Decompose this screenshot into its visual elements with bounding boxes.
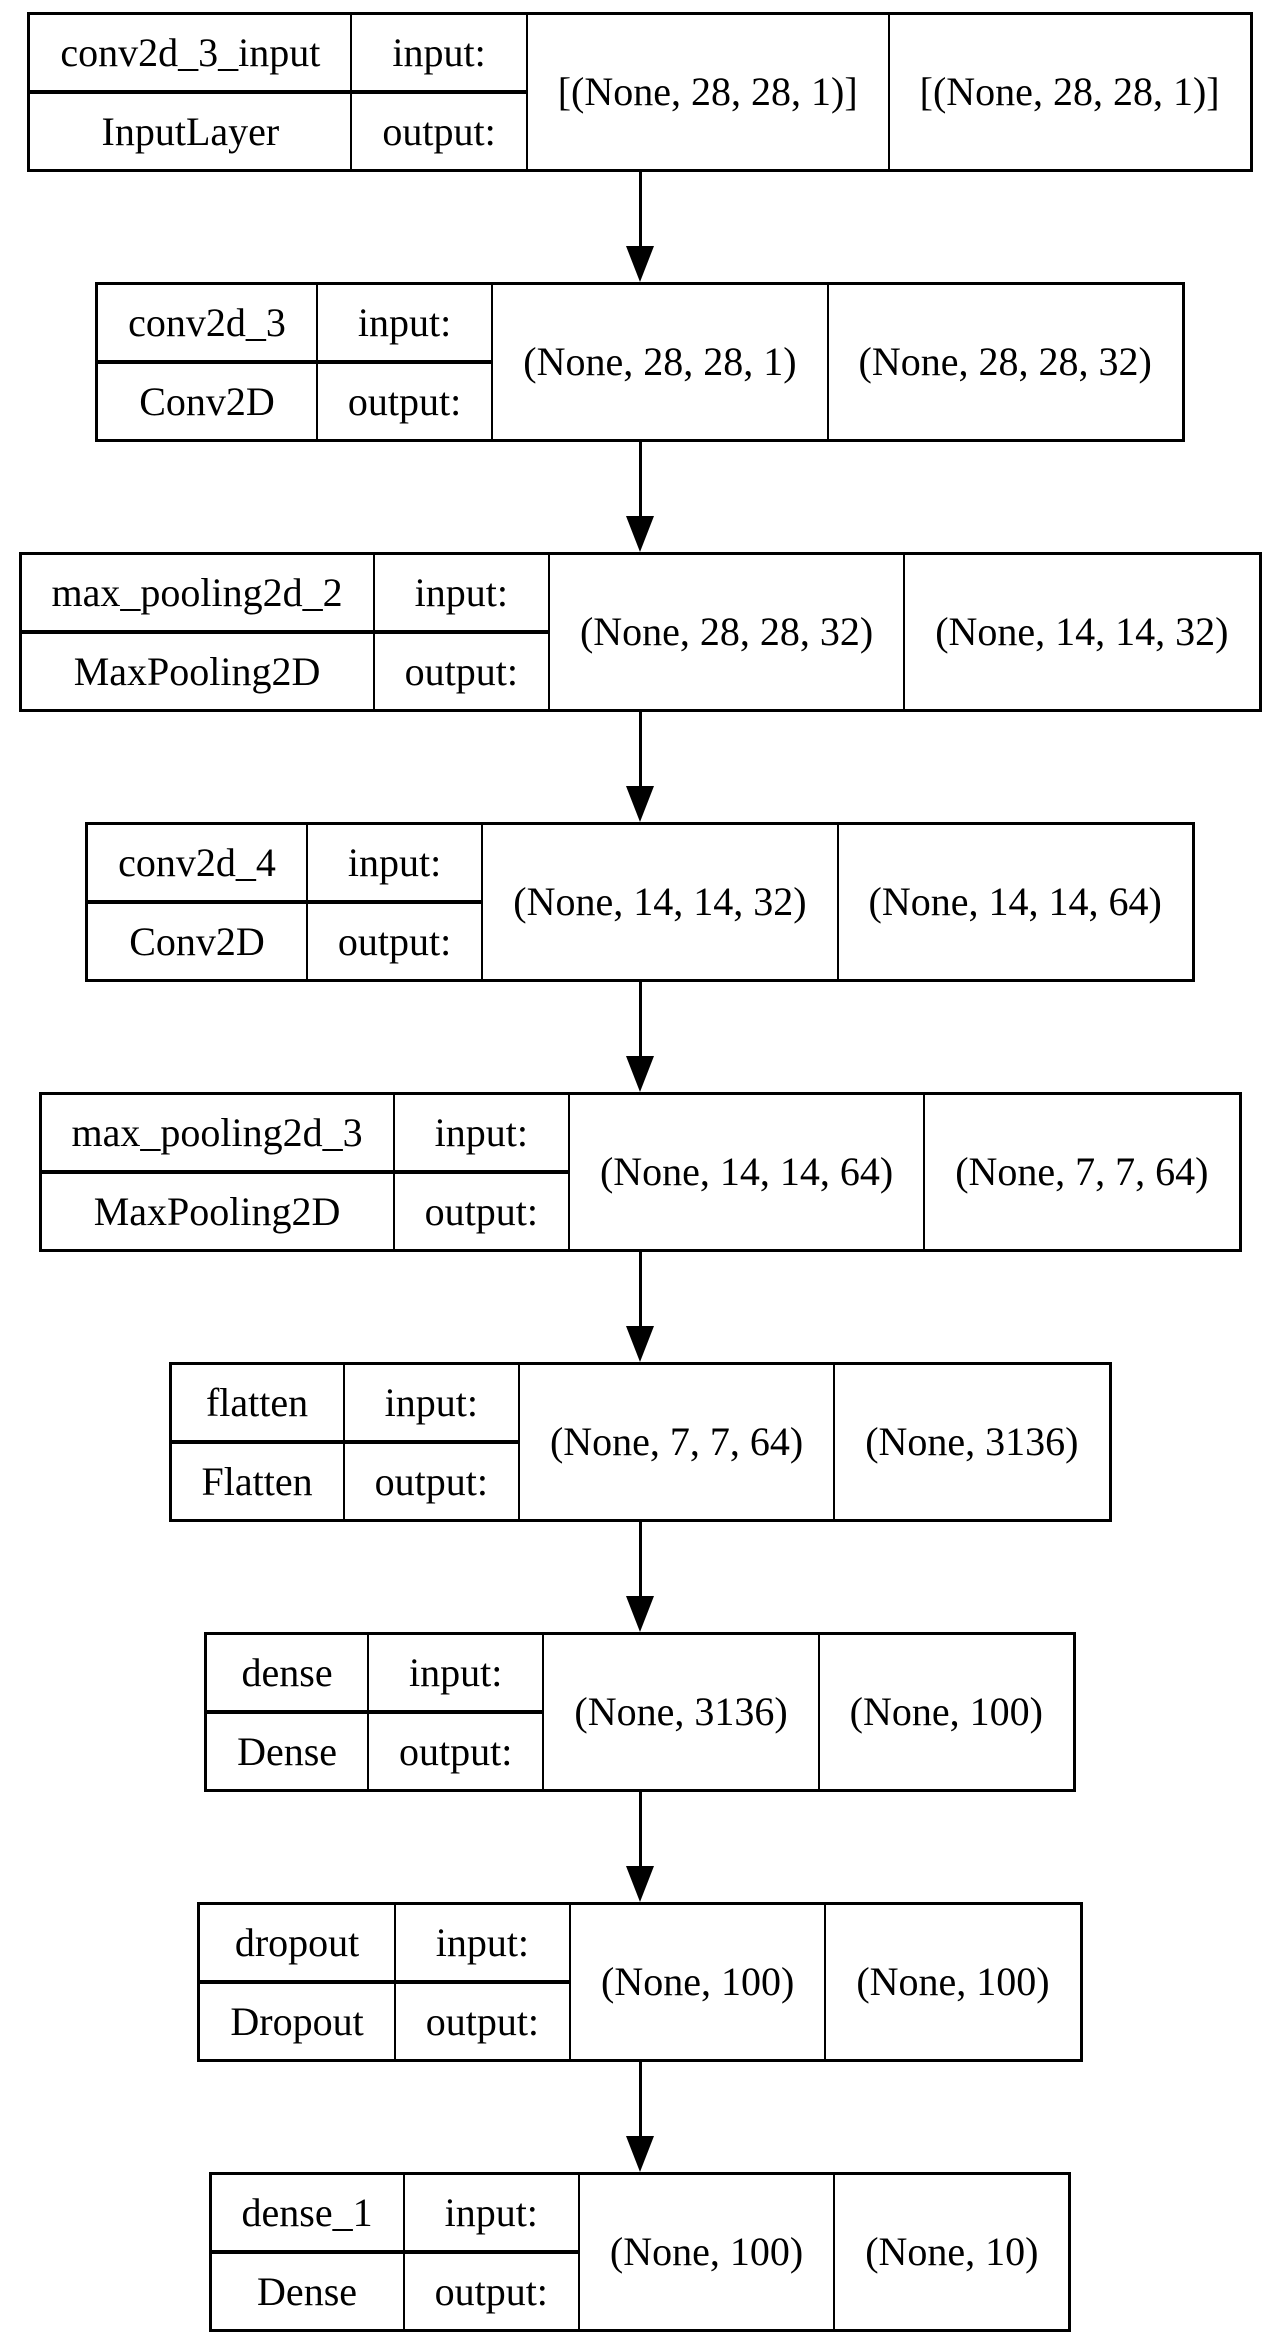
- layer-name-cell: conv2d_3_input: [27, 12, 353, 94]
- output-shape-cell: (None, 14, 14, 64): [836, 822, 1195, 982]
- input-label-cell: input:: [392, 1092, 570, 1174]
- edge-arrow: [626, 442, 654, 552]
- input-shape-cell: (None, 14, 14, 64): [567, 1092, 926, 1252]
- input-label-cell: input:: [350, 12, 528, 94]
- layer-node-conv2d-3: conv2d_3 input: (None, 28, 28, 1) (None,…: [95, 282, 1185, 442]
- input-shape-cell: (None, 28, 28, 32): [547, 552, 906, 712]
- layer-type-cell: Dense: [209, 2251, 405, 2332]
- output-label-cell: output:: [305, 901, 484, 982]
- edge-arrow: [626, 982, 654, 1092]
- edge-arrow: [626, 172, 654, 282]
- arrow-head-icon: [626, 246, 654, 282]
- input-label-cell: input:: [367, 1632, 545, 1714]
- input-shape-cell: (None, 28, 28, 1): [491, 282, 829, 442]
- edge-arrow: [626, 712, 654, 822]
- arrow-line: [638, 2062, 642, 2136]
- layer-node-flatten: flatten input: (None, 7, 7, 64) (None, 3…: [168, 1362, 1112, 1522]
- layer-type-cell: Dense: [204, 1711, 370, 1792]
- layer-type-cell: InputLayer: [27, 91, 353, 172]
- arrow-line: [638, 982, 642, 1056]
- edge-arrow: [626, 2062, 654, 2172]
- layer-node-dropout: dropout input: (None, 100) (None, 100) D…: [197, 1902, 1083, 2062]
- output-shape-cell: [(None, 28, 28, 1)]: [887, 12, 1253, 172]
- output-shape-cell: (None, 14, 14, 32): [903, 552, 1261, 712]
- layer-name-cell: dense: [204, 1632, 370, 1714]
- edge-arrow: [626, 1252, 654, 1362]
- layer-node-dense: dense input: (None, 3136) (None, 100) De…: [204, 1632, 1076, 1792]
- output-shape-cell: (None, 7, 7, 64): [923, 1092, 1241, 1252]
- input-shape-cell: [(None, 28, 28, 1)]: [525, 12, 890, 172]
- output-label-cell: output:: [350, 91, 528, 172]
- layer-node-dense-1: dense_1 input: (None, 100) (None, 10) De…: [208, 2172, 1072, 2332]
- output-label-cell: output:: [367, 1711, 545, 1792]
- output-label-cell: output:: [392, 1171, 570, 1252]
- layer-type-cell: Flatten: [169, 1441, 345, 1522]
- arrow-head-icon: [626, 786, 654, 822]
- output-shape-cell: (None, 100): [817, 1632, 1076, 1792]
- layer-type-cell: Conv2D: [95, 361, 318, 442]
- layer-type-cell: Conv2D: [85, 901, 308, 982]
- arrow-line: [638, 1522, 642, 1596]
- output-label-cell: output:: [372, 631, 550, 712]
- layer-node-conv2d-4: conv2d_4 input: (None, 14, 14, 32) (None…: [85, 822, 1195, 982]
- arrow-line: [638, 1792, 642, 1866]
- arrow-head-icon: [626, 1326, 654, 1362]
- output-shape-cell: (None, 10): [833, 2172, 1071, 2332]
- output-shape-cell: (None, 100): [824, 1902, 1083, 2062]
- input-label-cell: input:: [315, 282, 494, 364]
- edge-arrow: [626, 1792, 654, 1902]
- layer-name-cell: max_pooling2d_2: [19, 552, 375, 634]
- output-label-cell: output:: [315, 361, 494, 442]
- layer-node-input-layer: conv2d_3_input input: [(None, 28, 28, 1)…: [27, 12, 1253, 172]
- input-shape-cell: (None, 7, 7, 64): [517, 1362, 836, 1522]
- layer-node-max-pooling2d-2: max_pooling2d_2 input: (None, 28, 28, 32…: [18, 552, 1262, 712]
- input-label-cell: input:: [372, 552, 550, 634]
- arrow-line: [638, 712, 642, 786]
- input-label-cell: input:: [402, 2172, 580, 2254]
- arrow-head-icon: [626, 1866, 654, 1902]
- edge-arrow: [626, 1522, 654, 1632]
- input-label-cell: input:: [342, 1362, 520, 1444]
- layer-name-cell: flatten: [169, 1362, 345, 1444]
- input-label-cell: input:: [393, 1902, 572, 1984]
- input-shape-cell: (None, 100): [569, 1902, 827, 2062]
- arrow-line: [638, 172, 642, 246]
- layer-type-cell: MaxPooling2D: [39, 1171, 395, 1252]
- input-label-cell: input:: [305, 822, 484, 904]
- output-label-cell: output:: [393, 1981, 572, 2062]
- layer-name-cell: dense_1: [209, 2172, 405, 2254]
- layer-name-cell: dropout: [197, 1902, 396, 1984]
- layer-type-cell: Dropout: [197, 1981, 396, 2062]
- input-shape-cell: (None, 14, 14, 32): [481, 822, 839, 982]
- layer-name-cell: conv2d_3: [95, 282, 318, 364]
- output-label-cell: output:: [342, 1441, 520, 1522]
- arrow-head-icon: [626, 516, 654, 552]
- arrow-head-icon: [626, 1056, 654, 1092]
- arrow-head-icon: [626, 2136, 654, 2172]
- input-shape-cell: (None, 3136): [542, 1632, 820, 1792]
- output-shape-cell: (None, 28, 28, 32): [826, 282, 1185, 442]
- arrow-line: [638, 1252, 642, 1326]
- layer-name-cell: conv2d_4: [85, 822, 308, 904]
- layer-node-max-pooling2d-3: max_pooling2d_3 input: (None, 14, 14, 64…: [38, 1092, 1242, 1252]
- layer-type-cell: MaxPooling2D: [19, 631, 375, 712]
- layer-name-cell: max_pooling2d_3: [39, 1092, 395, 1174]
- input-shape-cell: (None, 100): [577, 2172, 836, 2332]
- output-shape-cell: (None, 3136): [833, 1362, 1111, 1522]
- output-label-cell: output:: [402, 2251, 580, 2332]
- arrow-head-icon: [626, 1596, 654, 1632]
- arrow-line: [638, 442, 642, 516]
